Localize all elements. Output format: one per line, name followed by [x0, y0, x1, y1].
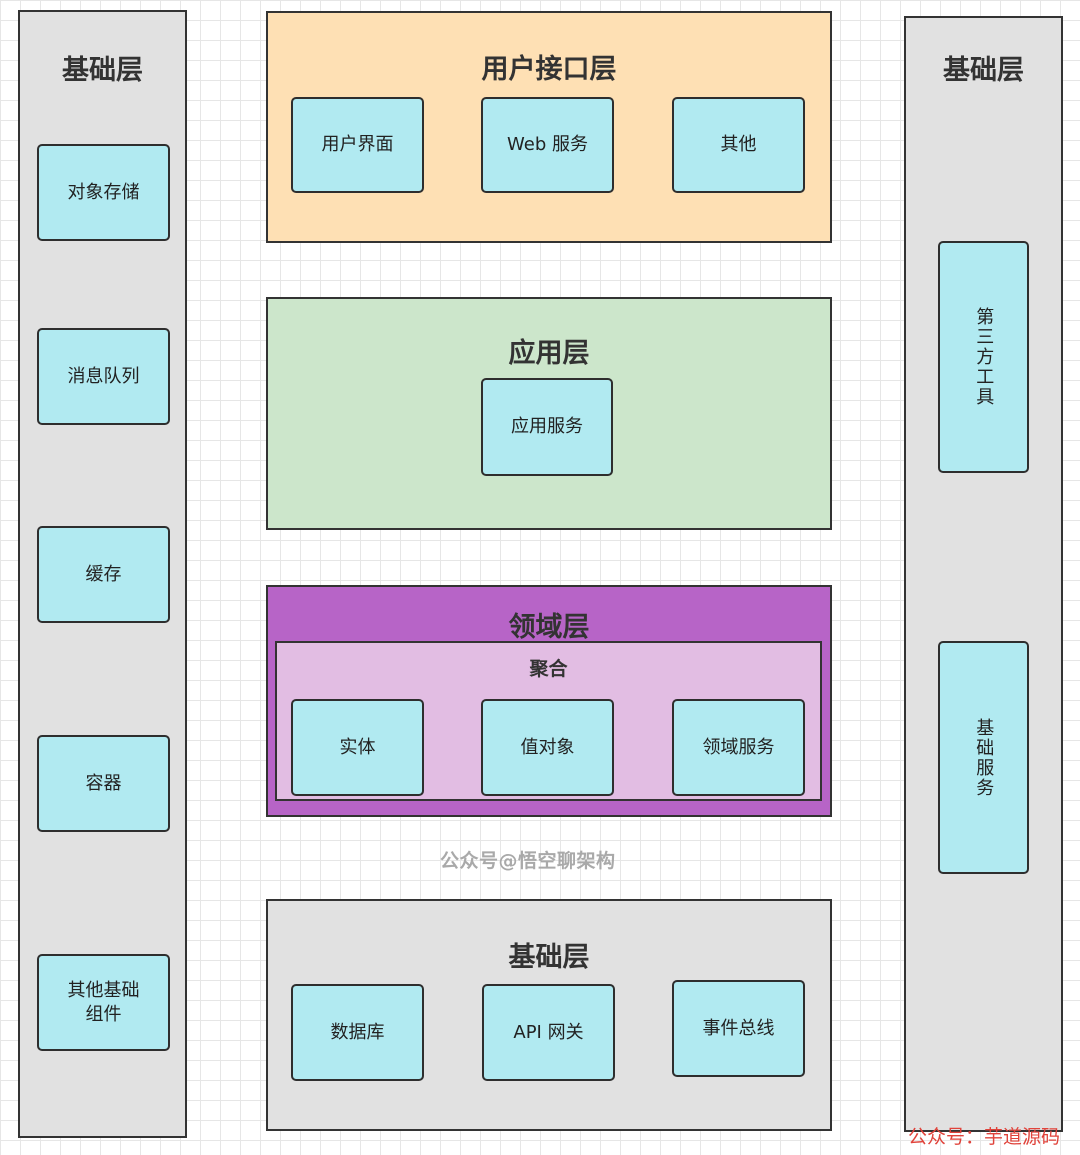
center-watermark: 公众号@悟空聊架构 [440, 850, 616, 872]
database-box: 数据库 [291, 984, 424, 1081]
other-infrastructure-box: 其他基础 组件 [37, 954, 170, 1051]
left-infrastructure-title: 基础层 [62, 55, 143, 86]
other-interface-box: 其他 [672, 97, 805, 193]
right-infrastructure-panel: 基础层 [904, 16, 1063, 1132]
value-object-box: 值对象 [481, 699, 614, 796]
domain-service-box: 领域服务 [672, 699, 805, 796]
basic-services-label: 基础服务 [973, 717, 995, 798]
right-infrastructure-title: 基础层 [943, 55, 1024, 86]
user-interface-box: 用户界面 [291, 97, 424, 193]
entity-box: 实体 [291, 699, 424, 796]
infrastructure-layer-title: 基础层 [508, 942, 590, 973]
aggregate-label: 聚合 [529, 658, 568, 680]
api-gateway-box: API 网关 [482, 984, 615, 1081]
object-storage-box: 对象存储 [37, 144, 170, 241]
container-box: 容器 [37, 735, 170, 832]
corner-watermark: 公众号：芋道源码 [908, 1126, 1061, 1148]
application-layer-title: 应用层 [508, 338, 590, 369]
cache-box: 缓存 [37, 526, 170, 623]
application-service-box: 应用服务 [481, 378, 613, 476]
message-queue-box: 消息队列 [37, 328, 170, 425]
domain-layer-title: 领域层 [508, 612, 590, 643]
user-interface-layer-title: 用户接口层 [481, 54, 617, 85]
basic-services-box: 基础服务 [938, 641, 1029, 874]
web-service-box: Web 服务 [481, 97, 614, 193]
event-bus-box: 事件总线 [672, 980, 805, 1077]
third-party-tools-box: 第三方工具 [938, 241, 1029, 473]
third-party-tools-label: 第三方工具 [973, 307, 995, 407]
